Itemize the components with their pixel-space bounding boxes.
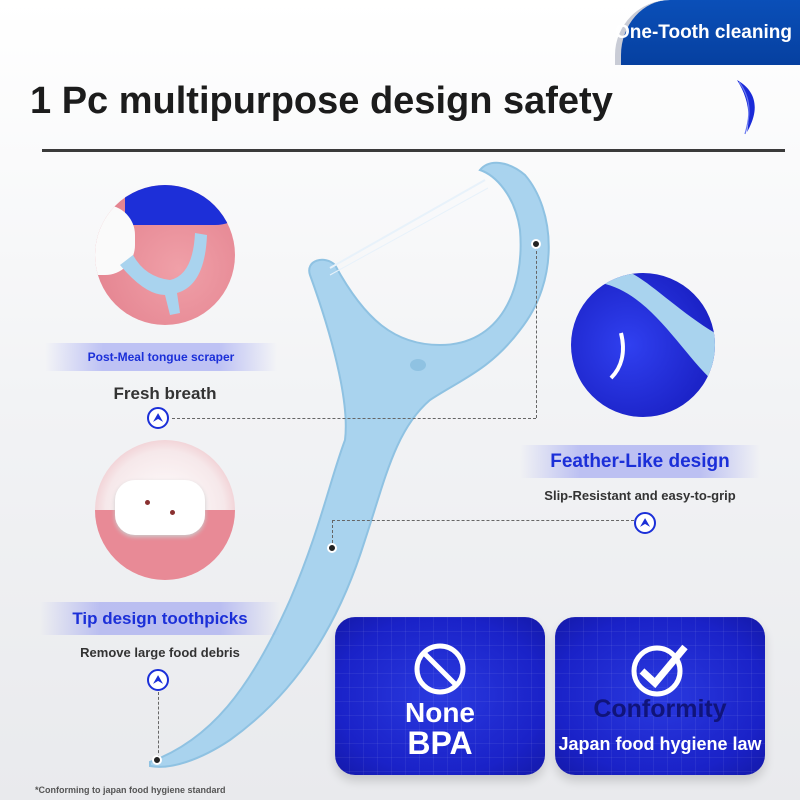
title-divider [42,149,785,152]
callout-dot [152,755,162,765]
pointer-icon: ⮝ [147,669,169,691]
feature-sub-slip-resistant: Slip-Resistant and easy-to-grip [544,488,736,503]
callout-line [332,520,634,521]
callout-dot [531,239,541,249]
feature-label-feather-like: Feather-Like design [520,445,760,478]
feature-label-tip-design: Tip design toothpicks [40,602,280,635]
feather-grip-photo [571,273,715,417]
prohibited-icon [414,643,466,695]
banner-text: One-Tooth cleaning [615,22,792,43]
badge-line2: Japan food hygiene law [558,734,762,754]
callout-line [332,520,333,548]
teeth-toothpick-photo [95,440,235,580]
feather-icon [733,78,763,141]
feature-label-tongue-scraper: Post-Meal tongue scraper [45,343,277,371]
callout-line [158,692,159,758]
badge-line2: BPA [407,725,473,761]
badge-bpa-free: None BPA [335,617,545,775]
tongue-scraper-photo [95,185,235,325]
feature-sub-remove-debris: Remove large food debris [80,645,240,660]
callout-line [536,246,537,418]
badge-conformity: Conformity Japan food hygiene law [555,617,765,775]
feature-sub-fresh-breath: Fresh breath [113,384,217,403]
footnote: *Conforming to japan food hygiene standa… [35,785,226,795]
callout-line [172,418,536,419]
callout-dot [327,543,337,553]
pointer-icon: ⮝ [634,512,656,534]
check-circle-icon [631,644,688,697]
badge-line1: None [405,697,475,728]
pointer-icon: ⮝ [147,407,169,429]
top-banner: One-Tooth cleaning [615,0,800,65]
badge-line1: Conformity [593,695,727,723]
page-title: 1 Pc multipurpose design safety [30,80,613,122]
